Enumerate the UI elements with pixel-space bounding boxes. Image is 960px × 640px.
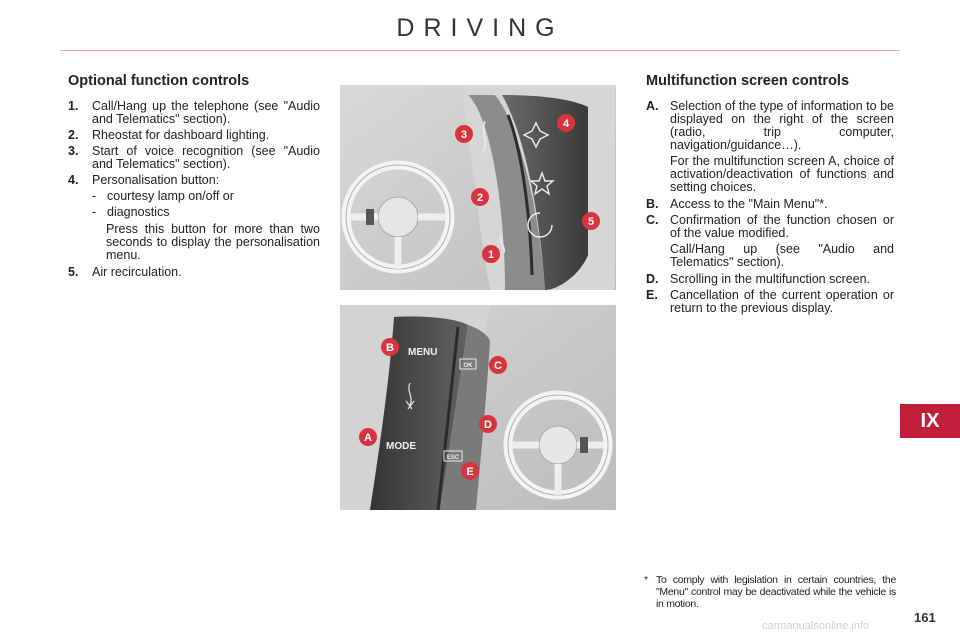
list-item: D. Scrolling in the multifunction screen… [646, 273, 894, 286]
item-text: Personalisation button: [92, 173, 220, 187]
item-text: Air recirculation. [92, 265, 182, 279]
header-divider [60, 50, 900, 51]
callout-2: 2 [477, 192, 483, 204]
sub-item-text: diagnostics [107, 205, 170, 219]
callout-4: 4 [563, 118, 570, 130]
item-number: 5. [68, 265, 79, 279]
item-text: Cancellation of the current operation or… [670, 288, 894, 315]
item-text: Call/Hang up the telephone (see "Audio a… [92, 99, 320, 126]
item-number: 1. [68, 99, 79, 113]
item-text: Selection of the type of information to … [670, 99, 894, 152]
item-text: Rheostat for dashboard lighting. [92, 128, 270, 142]
callout-5: 5 [588, 216, 594, 228]
callout-d: D [484, 419, 492, 431]
list-item: 4. Personalisation button: [68, 174, 320, 187]
callout-e: E [466, 466, 473, 478]
chapter-tab: IX [900, 404, 960, 438]
item-letter: A. [646, 99, 659, 113]
steering-controls-left-drawing: 3 4 2 5 1 [340, 85, 616, 290]
callout-a: A [364, 432, 372, 444]
callout-3: 3 [461, 129, 467, 141]
list-item: 5. Air recirculation. [68, 266, 320, 279]
watermark: carmanualsonline.info [762, 620, 870, 632]
sub-item: - courtesy lamp on/off or [92, 190, 320, 203]
footnote-text: To comply with legislation in certain co… [656, 574, 896, 610]
callout-b: B [386, 342, 394, 354]
footnote-star: * [644, 574, 648, 586]
callout-markers: B C D A E [359, 338, 507, 480]
menu-label: MENU [408, 347, 437, 358]
item-paragraph: Call/Hang up (see "Audio and Telematics"… [670, 242, 894, 269]
item-text: Confirmation of the function chosen or o… [670, 213, 894, 240]
sub-item-text: courtesy lamp on/off or [107, 189, 234, 203]
list-item: A. Selection of the type of information … [646, 100, 894, 152]
left-list: 1. Call/Hang up the telephone (see "Audi… [68, 100, 320, 282]
dash: - [92, 205, 97, 219]
right-heading: Multifunction screen controls [646, 73, 850, 89]
steering-wheel-illustration-bottom: OK ESC MENU MODE B C D A E [340, 305, 616, 510]
item-text: Start of voice recognition (see "Audio a… [92, 144, 320, 171]
mode-label: MODE [386, 441, 416, 452]
item-number: 2. [68, 128, 79, 142]
item-letter: D. [646, 272, 659, 286]
item-letter: E. [646, 288, 658, 302]
steering-wheel-illustration-top: 3 4 2 5 1 [340, 85, 616, 290]
item-letter: B. [646, 197, 659, 211]
ok-label: OK [464, 363, 474, 369]
item-letter: C. [646, 213, 659, 227]
esc-label: ESC [447, 455, 460, 461]
page-number: 161 [914, 610, 936, 625]
list-item: 3. Start of voice recognition (see "Audi… [68, 145, 320, 171]
personalisation-note: Press this button for more than two seco… [106, 222, 320, 262]
sub-item: - diagnostics [92, 206, 320, 219]
item-paragraph: For the multifunction screen A, choice o… [670, 154, 894, 194]
list-item: 2. Rheostat for dashboard lighting. [68, 129, 320, 142]
list-item: 1. Call/Hang up the telephone (see "Audi… [68, 100, 320, 126]
steering-controls-right-drawing: OK ESC MENU MODE B C D A E [340, 305, 616, 510]
item-number: 3. [68, 144, 79, 158]
right-list: A. Selection of the type of information … [646, 100, 894, 318]
item-number: 4. [68, 173, 79, 187]
callout-markers: 3 4 2 5 1 [455, 114, 600, 263]
page-title: DRIVING [396, 14, 564, 42]
item-text: Scrolling in the multifunction screen. [670, 272, 871, 286]
callout-c: C [494, 360, 502, 372]
footnote: * To comply with legislation in certain … [644, 574, 896, 610]
item-text: Access to the "Main Menu"*. [670, 197, 828, 211]
callout-1: 1 [488, 249, 494, 261]
list-item: C. Confirmation of the function chosen o… [646, 214, 894, 240]
left-heading: Optional function controls [68, 73, 250, 89]
list-item: E. Cancellation of the current operation… [646, 289, 894, 315]
dash: - [92, 189, 97, 203]
list-item: B. Access to the "Main Menu"*. [646, 198, 894, 211]
